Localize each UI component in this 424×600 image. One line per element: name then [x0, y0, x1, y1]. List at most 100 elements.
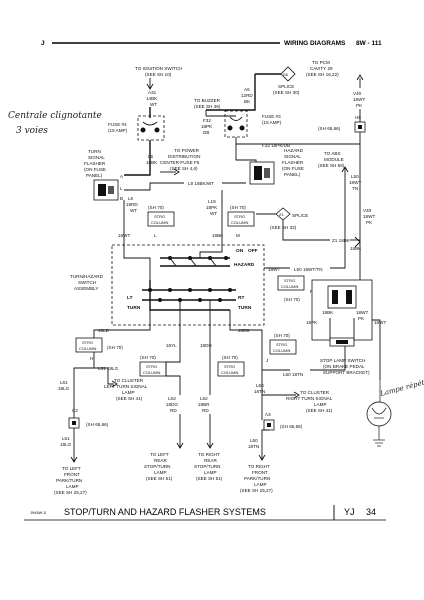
left-front-line1: TO LEFT: [62, 466, 81, 471]
left-cluster-line3: LAMP: [122, 390, 135, 395]
l5-wire: 18BK: [146, 160, 158, 165]
middle-18dg: 18DG: [200, 343, 212, 348]
repeater-lamp-icon: [366, 380, 392, 447]
right-strg: STRG: [276, 342, 287, 347]
a6-wire: 12RD: [241, 93, 253, 98]
switch-lt: LT: [127, 295, 133, 301]
sh70-b: (SH 70): [230, 205, 246, 210]
flasher-section: TURN SIGNAL FLASHER (ON FUSE PANEL) A L …: [84, 144, 375, 250]
turn-flasher-line3: FLASHER: [84, 161, 106, 166]
turn-flasher-line2: SIGNAL: [88, 155, 105, 160]
left-strg-column: [75, 337, 103, 353]
l63-color: RD: [170, 408, 177, 413]
right-front-line3: PARK/TURN: [244, 476, 270, 481]
header-title: WIRING DIAGRAMS: [284, 40, 346, 47]
hazard-flasher-line3: FLASHER: [282, 160, 304, 165]
switch-18wt: 18WT: [268, 267, 280, 272]
rear-left-line2: REAR: [154, 458, 167, 463]
fuse-3-label: FUSE #3: [262, 114, 281, 119]
header-left-mark: J: [41, 40, 45, 47]
splice-z1-id: Z1: [279, 212, 284, 217]
footer-page: 34: [366, 507, 376, 517]
switch-hazard: HAZARD: [234, 262, 255, 268]
strg-column-a: [147, 211, 175, 227]
l6-id: L6: [128, 196, 134, 201]
right-front-line2: FRONT: [252, 470, 268, 475]
l6-wire: 18RD: [126, 202, 138, 207]
middle-strg-column-b: [217, 361, 245, 377]
middle-column-b: COLUMN: [221, 370, 238, 375]
left-l61-bottom-wire: 18LG: [60, 442, 72, 447]
switch-assembly: TURN/HAZARD SWITCH ASSEMBLY ON OFF HAZAR…: [70, 200, 346, 326]
fuse-3-rating: (15 AMP): [262, 120, 282, 125]
v40-top-id: V40: [353, 91, 362, 96]
v40-mid-color: PK: [366, 220, 373, 225]
left-front-line2: FRONT: [64, 472, 80, 477]
left-c2-id: C2: [72, 408, 78, 413]
switch-letter-p: P: [310, 289, 313, 294]
l62-id: L62: [200, 396, 208, 401]
right-front-line5: (SEE SH 25,27): [240, 488, 273, 493]
column-section: L6 18RD WT (SH 70) STRG COLUMN L 18WT L1…: [118, 190, 362, 251]
h5-id: H5: [355, 115, 361, 120]
fuse-4-label: FUSE #4: [108, 122, 127, 127]
f32-wire: 18PK: [201, 124, 213, 129]
hazard-flasher-line4: (ON FUSE: [282, 166, 304, 171]
right-l60-bottom-wire: 18TN: [248, 444, 259, 449]
stop-lamp-location2: SUPPORT BRACKET): [323, 370, 370, 375]
handwritten-note-line2: 3 voies: [16, 126, 48, 136]
left-sh70: (SH 70): [107, 345, 123, 350]
v40-top-color: PK: [356, 103, 363, 108]
sh70-a: (SH 70): [148, 205, 164, 210]
left-c2-sheet: (SH 65,66): [86, 422, 109, 427]
to-abs-line3: (SEE SH 58): [318, 163, 345, 168]
l50-color: TN: [352, 186, 358, 191]
stop-lamp-label: STOP LAMP SWITCH: [320, 358, 365, 363]
to-ignition-label: TO IGNITION SWITCH: [135, 66, 182, 71]
to-power-line2: DISTRIBUTION: [168, 154, 200, 159]
hazard-flasher-line1: HAZARD: [284, 148, 304, 153]
hazard-flasher-line5: PANEL): [284, 172, 301, 177]
a31-wire: 14BK: [146, 96, 158, 101]
splice-s6-id: S6: [283, 72, 289, 77]
l6-color: WT: [130, 208, 137, 213]
l62-color: RD: [202, 408, 209, 413]
to-ignition-ref: (SEE SH 10): [145, 72, 172, 77]
left-front-line3: PARK/TURN: [56, 478, 82, 483]
right-l60-bottom-id: L60: [250, 438, 258, 443]
fuse-3: [224, 110, 248, 138]
to-abs-line2: MODULE: [324, 157, 344, 162]
turn-flasher-pin-b: B: [120, 196, 123, 201]
switch-rt-turn: TURN: [238, 305, 252, 311]
to-power-line4: (SEE SH 4,6): [170, 166, 198, 171]
right-l60-wire: L60 18TN: [283, 372, 303, 377]
strg-column-p: [277, 275, 305, 291]
turn-flasher-line1: TURN: [88, 149, 101, 154]
h5-sheet-ref: (SH 65,66): [318, 126, 341, 131]
handwritten-note-line1: Centrale clignotante: [8, 111, 102, 121]
lamp-18wt: 18WT: [356, 310, 368, 315]
column-b: COLUMN: [231, 220, 248, 225]
column-18bk: 18BK: [212, 233, 224, 238]
right-cluster-line1: TO CLUSTER: [300, 390, 330, 395]
l50-id: L50: [351, 174, 359, 179]
top-section: TO IGNITION SWITCH (SEE SH 10) A31 14BK …: [108, 60, 365, 152]
rear-left-line4: LAMP: [154, 470, 167, 475]
lamp-18bk: 18BK: [322, 310, 334, 315]
middle-sh70-a: (SH 70): [140, 355, 156, 360]
turn-flasher-line5: PANEL): [86, 173, 103, 178]
right-a3-id: A3: [265, 412, 271, 417]
right-sh70: (SH 70): [274, 333, 290, 338]
to-pcm-cavity: CAVITY 29: [310, 66, 333, 71]
rear-right-line2: REAR: [204, 458, 217, 463]
left-cluster-line2: LEFT TURN SIGNAL: [104, 384, 148, 389]
right-l60-id: L60: [256, 383, 264, 388]
right-front-line1: TO RIGHT: [248, 464, 270, 469]
footer-code: J948W-5: [30, 510, 47, 515]
middle-strg-b: STRG: [224, 364, 235, 369]
f32-color: DB: [203, 130, 209, 135]
rear-right-line1: TO RIGHT: [198, 452, 220, 457]
middle-18yl: 18YL: [166, 343, 177, 348]
switch-assy-line3: ASSEMBLY: [74, 286, 98, 291]
